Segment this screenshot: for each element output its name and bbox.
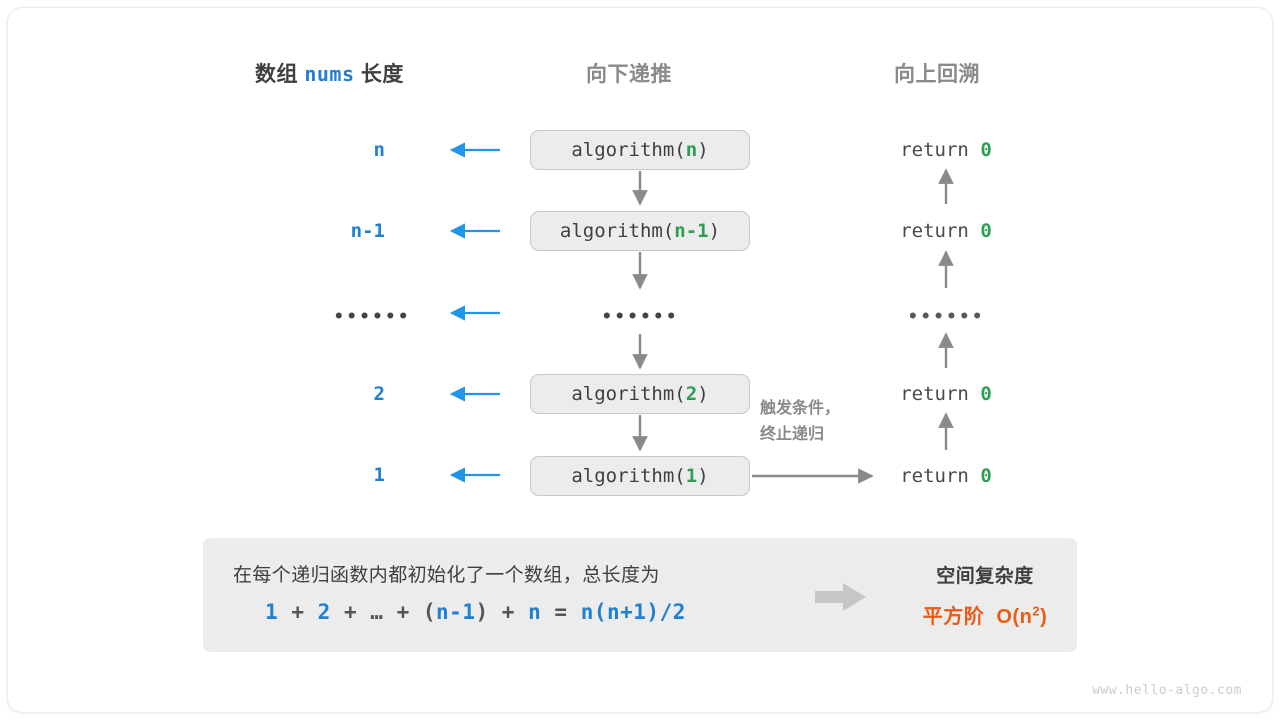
summary-panel: 在每个递归函数内都初始化了一个数组，总长度为 1 + 2 + … + (n-1)… <box>203 538 1077 652</box>
return-value-row-1: 0 <box>980 220 992 242</box>
call-box-row-3: algorithm(2) <box>530 374 750 414</box>
trigger-note-line1: 触发条件， <box>760 400 841 417</box>
summary-description: 在每个递归函数内都初始化了一个数组，总长度为 <box>233 565 660 586</box>
header-left-code: nums <box>304 62 355 86</box>
call-box-row-4: algorithm(1) <box>530 456 750 496</box>
complexity-close-paren: ) <box>1040 606 1048 628</box>
complexity-notation: O(n <box>996 606 1033 628</box>
return-text-row-0: return <box>900 139 969 161</box>
header-left-suffix: 长度 <box>360 63 404 86</box>
call-prefix-row-1: algorithm( <box>559 220 675 242</box>
formula-op-1: + <box>291 600 305 624</box>
call-prefix-row-0: algorithm( <box>571 139 686 161</box>
formula-term-1: 1 <box>265 600 279 624</box>
summary-formula: 1 + 2 + … + (n-1) + n = n(n+1)/2 <box>265 600 686 624</box>
return-label-row-4: return 0 <box>900 465 992 487</box>
formula-equals: = <box>554 600 568 624</box>
call-arg-row-4: 1 <box>685 465 698 487</box>
return-label-row-1: return 0 <box>900 220 992 242</box>
size-label-row-4: 1 <box>373 464 385 486</box>
call-prefix-row-3: algorithm( <box>571 383 686 405</box>
return-text-row-3: return <box>900 383 969 405</box>
size-label-row-1: n-1 <box>350 220 385 242</box>
return-value-row-4: 0 <box>980 465 992 487</box>
call-suffix-row-0: ) <box>697 139 709 161</box>
complexity-exponent: 2 <box>1032 603 1041 619</box>
return-label-row-0: return 0 <box>900 139 992 161</box>
size-label-row-3: 2 <box>373 383 385 405</box>
header-right: 向上回溯 <box>894 63 980 86</box>
formula-term-2: 2 <box>317 600 331 624</box>
trigger-note-line2: 终止递归 <box>760 426 825 443</box>
return-label-row-3: return 0 <box>900 383 992 405</box>
call-arg-row-0: n <box>685 139 698 161</box>
complexity-label: 平方阶 <box>922 606 985 628</box>
call-suffix-row-4: ) <box>697 465 709 487</box>
size-label-row-0: n <box>373 139 385 161</box>
call-suffix-row-3: ) <box>697 383 709 405</box>
space-complexity-value: 平方阶 O(n2) <box>893 600 1077 629</box>
call-suffix-row-1: ) <box>708 220 721 242</box>
header-middle: 向下递推 <box>586 63 672 86</box>
return-text-row-1: return <box>900 220 969 242</box>
ellipsis-left: •••••• <box>333 307 411 327</box>
return-value-row-0: 0 <box>980 139 992 161</box>
call-arg-row-1: n-1 <box>674 220 709 242</box>
return-text-row-4: return <box>900 465 969 487</box>
formula-term-3: n-1 <box>436 600 476 624</box>
call-box-row-0: algorithm(n) <box>530 130 750 170</box>
return-value-row-3: 0 <box>980 383 992 405</box>
formula-op-2: + <box>343 600 358 624</box>
ellipsis-right: •••••• <box>907 307 985 327</box>
call-arg-row-3: 2 <box>685 383 698 405</box>
ellipsis-middle: •••••• <box>601 307 679 327</box>
space-complexity-title: 空间复杂度 <box>936 566 1034 587</box>
call-box-row-1: algorithm(n-1) <box>530 211 750 251</box>
formula-ellipsis: … <box>370 600 384 624</box>
formula-term-4: n <box>528 600 542 624</box>
formula-result: n(n+1)/2 <box>580 600 686 624</box>
formula-op-3: + <box>396 600 410 624</box>
watermark: www.hello-algo.com <box>1092 683 1242 698</box>
header-left: 数组 nums 长度 <box>255 58 404 88</box>
formula-paren-open: ( <box>422 600 437 624</box>
call-prefix-row-4: algorithm( <box>571 465 686 487</box>
formula-paren-close: ) <box>475 600 489 624</box>
trigger-condition-note: 触发条件， 终止递归 <box>760 396 890 448</box>
formula-op-4: + <box>501 600 515 624</box>
header-left-prefix: 数组 <box>255 63 298 86</box>
result-arrow-icon <box>815 583 866 611</box>
